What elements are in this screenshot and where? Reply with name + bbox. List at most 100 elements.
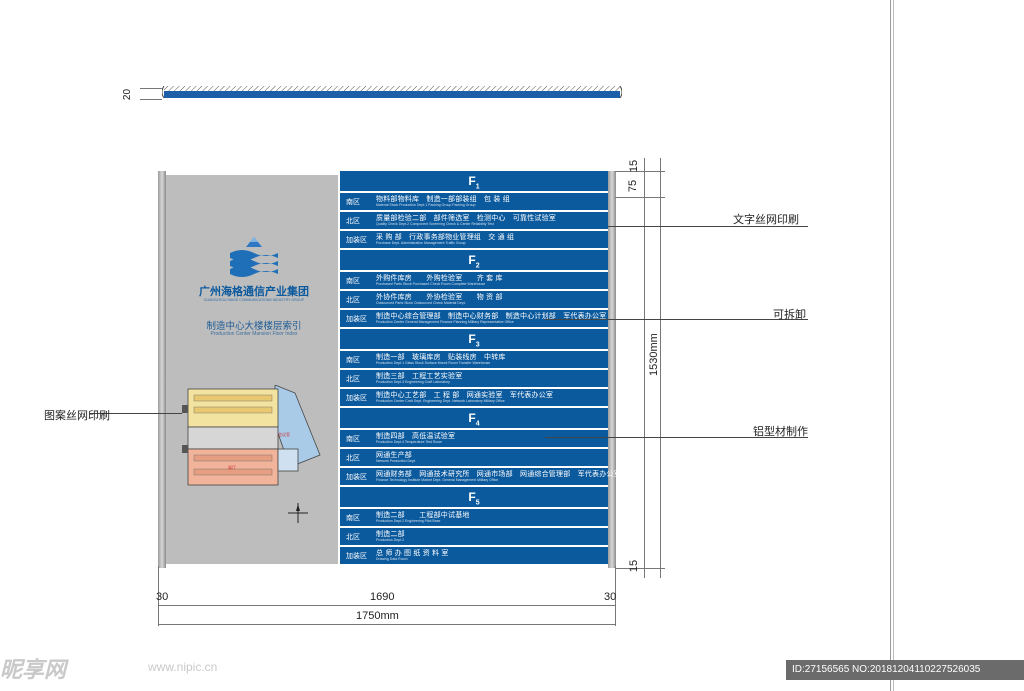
floor-number: 1 [475, 183, 480, 191]
department-list: 制造中心工艺部 工 程 部 网通实验室 军代表办公室 [376, 392, 554, 399]
company-logo-icon [230, 237, 278, 277]
area-label: 加装区 [346, 316, 367, 323]
aluminum-profile-section [161, 85, 623, 100]
floor-label: F [468, 332, 476, 346]
area-label: 北区 [346, 455, 360, 462]
floor-number: 4 [475, 420, 480, 428]
department-list: 质量部检验二部 部件筛选室 检测中心 可靠性试验室 [376, 215, 556, 222]
page-border-line [893, 0, 894, 691]
department-list: 网通生产部 [376, 452, 412, 459]
floor-header: F1 [340, 171, 608, 191]
room-label: 会议室 [278, 432, 290, 437]
area-label: 南区 [346, 515, 360, 522]
dim-center-1690: 1690 [370, 591, 395, 603]
dim-total-width: 1750mm [356, 610, 399, 622]
area-label: 加装区 [346, 395, 367, 402]
department-list: 物料部物料库 制造一部部装组 包 装 组 [376, 196, 510, 203]
area-label: 南区 [346, 199, 360, 206]
department-list-en: Production Dept.4 Temperature Test Room [376, 440, 443, 444]
department-list: 制造中心综合管理部 制造中心财务部 制造中心计划部 军代表办公室 [376, 313, 607, 320]
department-list: 制造四部 高低温试验室 [376, 433, 456, 440]
dim-left-30: 30 [156, 591, 169, 603]
dim-line [158, 624, 616, 625]
callout-line [90, 413, 182, 414]
department-list-en: Production Dept.3 Engineering Craft Labo… [376, 380, 450, 384]
dim-line [615, 197, 665, 198]
area-label: 北区 [346, 297, 360, 304]
index-title-en: Production Center Mansion Floor Index [210, 331, 298, 337]
floor-label: F [468, 411, 476, 425]
department-list: 采 购 部 行政事务部物业管理组 交 通 组 [376, 234, 515, 241]
department-list: 外协件库房 外协检验室 物 资 部 [376, 294, 503, 301]
area-label: 南区 [346, 278, 360, 285]
directory-sign: 广州海格通信产业集团 GUANGZHOU HAIGE COMMUNICATION… [158, 171, 621, 568]
department-list: 制造一部 玻璃库房 贴装线房 中转库 [376, 354, 506, 361]
area-label: 加装区 [346, 553, 367, 560]
callout-line [545, 319, 808, 320]
callout-aluminum: 铝型材制作 [753, 426, 808, 438]
company-name-en: GUANGZHOU HAIGE COMMUNICATIONS INDUSTRY … [203, 298, 305, 302]
department-list-en: Production Dept.2 [376, 538, 405, 542]
profile-dim-label: 20 [122, 88, 134, 101]
department-list-en: Drawing Data Room [376, 557, 408, 561]
callout-line [545, 437, 808, 438]
floor-header: F2 [340, 250, 608, 270]
department-list: 制造三部 工程工艺实验室 [376, 373, 463, 380]
right-aluminum-frame [608, 171, 616, 568]
dim-line [615, 568, 665, 569]
department-list-en: Production Dept.1 Glass Stock Surface Mo… [376, 361, 491, 365]
area-label: 加装区 [346, 474, 367, 481]
index-title: 制造中心大楼楼层索引 [206, 321, 302, 332]
callout-pattern-print: 图案丝网印刷 [44, 410, 110, 422]
floor-number: 5 [475, 499, 480, 507]
watermark-site: www.nipic.cn [148, 660, 218, 674]
dim-top-15: 15 [628, 159, 641, 173]
watermark-logo: 昵享网 [0, 657, 67, 682]
image-id-bar: ID:27156565 NO:20181204110227526035 [786, 660, 1024, 680]
dim-line [644, 158, 645, 578]
floor-number: 3 [475, 341, 480, 349]
department-list-en: Production Dept.2 Engineering Pilot Base [376, 519, 441, 523]
dim-line [615, 566, 616, 626]
callout-text-print: 文字丝网印刷 [733, 214, 799, 226]
department-list: 制造二部 工程部中试基地 [376, 512, 470, 519]
department-list-en: Quality Check Dept.2 Component Screening… [376, 222, 494, 226]
floor-header: F3 [340, 329, 608, 349]
callout-removable: 可拆卸 [773, 309, 806, 321]
department-list-en: Production Center General Management Fin… [376, 320, 514, 324]
area-label: 南区 [346, 436, 360, 443]
compass-icon [288, 503, 308, 523]
area-label: 北区 [346, 534, 360, 541]
department-list-en: Network Production Dept. [376, 459, 416, 463]
department-list: 总 师 办 图 纸 资 料 室 [376, 550, 449, 557]
dim-line [660, 158, 661, 578]
graphic-panel: 广州海格通信产业集团 GUANGZHOU HAIGE COMMUNICATION… [166, 175, 338, 564]
floor-label: F [468, 490, 476, 504]
dim-top-75: 75 [627, 179, 640, 193]
floor-header: F5 [340, 487, 608, 507]
department-list-en: Production Center Craft Dept. Engineerin… [376, 399, 505, 403]
department-list-en: Purchase Dept. Administration Management… [376, 241, 466, 245]
department-list-en: Material Stock Production Dept.1 Packing… [376, 203, 476, 207]
dim-height: 1530mm [648, 333, 660, 376]
department-list: 制造二部 [376, 531, 405, 538]
department-list: 外购件库房 外购检验室 齐 套 库 [376, 275, 503, 282]
dim-line [158, 605, 616, 606]
page-border-line [890, 0, 891, 691]
company-name-cn: 广州海格通信产业集团 [199, 286, 309, 298]
dim-right-30: 30 [604, 591, 617, 603]
department-list-en: Purchased Parts Stock Purchased Check Ro… [376, 282, 486, 286]
